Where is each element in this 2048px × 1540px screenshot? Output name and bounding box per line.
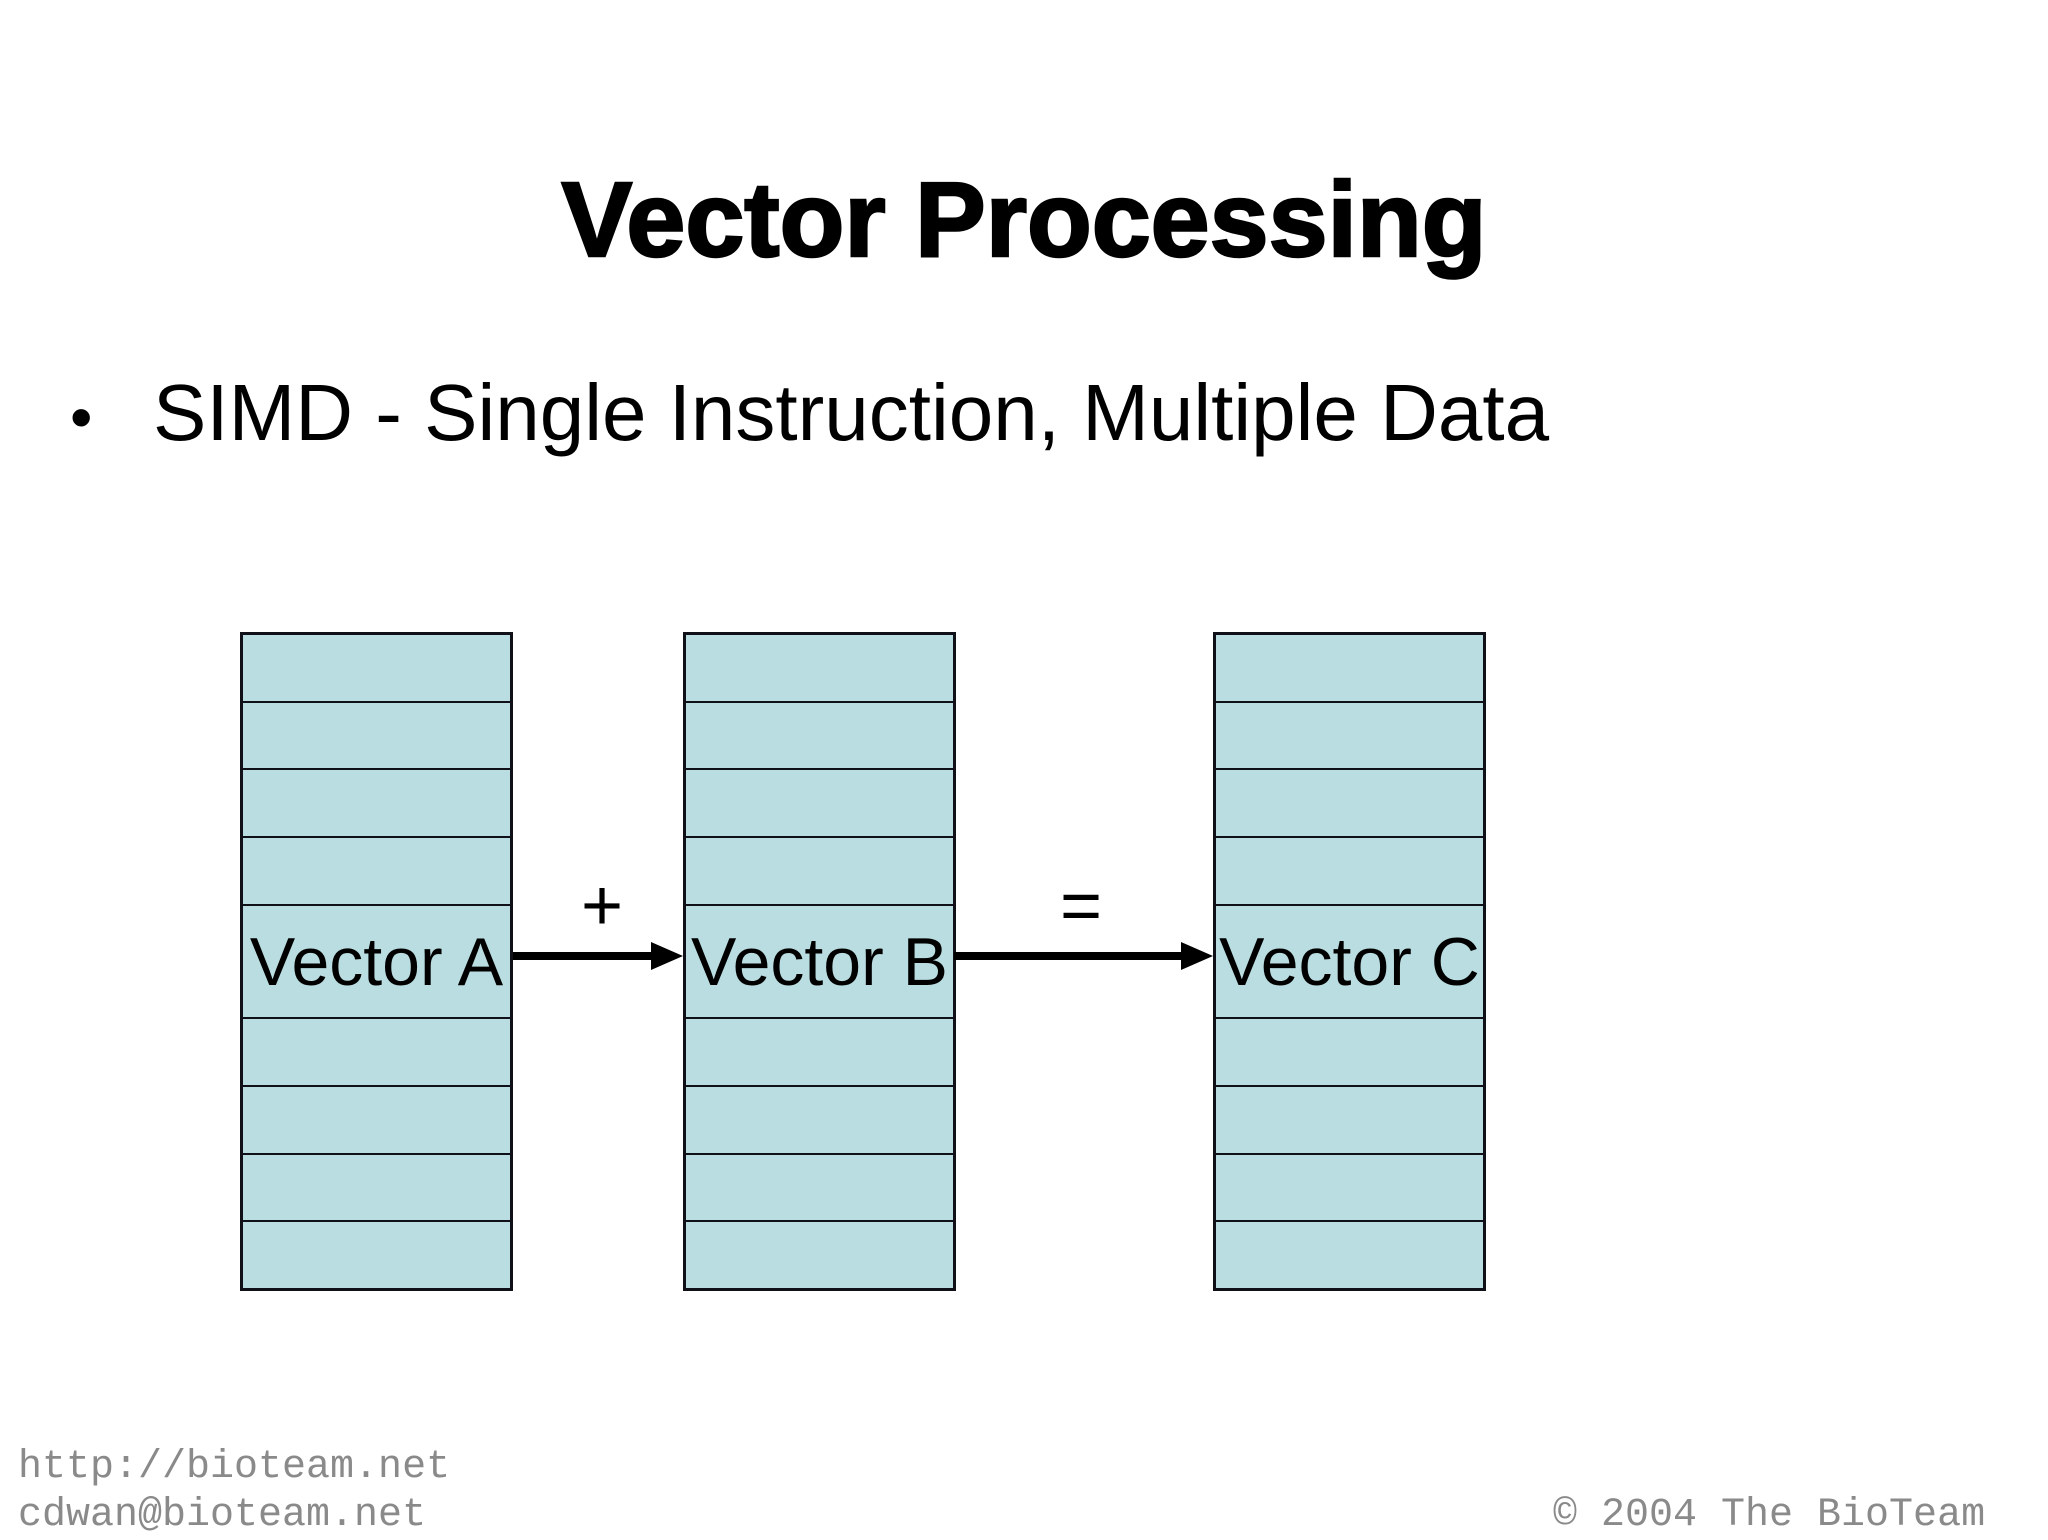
vector-label: Vector B xyxy=(686,903,953,1017)
vector-a-table: Vector A xyxy=(240,632,513,1291)
vector-cell xyxy=(243,1017,510,1085)
slide-title: Vector Processing xyxy=(560,161,1487,280)
vector-cell xyxy=(243,768,510,836)
bullet-marker: • xyxy=(70,381,93,453)
arrow-b-to-c-head xyxy=(1181,942,1213,970)
vector-cell xyxy=(1216,836,1483,904)
vector-cell xyxy=(686,635,953,701)
vector-cell xyxy=(1216,768,1483,836)
vector-cell xyxy=(1216,1152,1483,1221)
bullet-text: SIMD - Single Instruction, Multiple Data xyxy=(153,368,1550,457)
equals-operator: = xyxy=(1059,866,1103,946)
vector-cell xyxy=(686,700,953,769)
vector-cell xyxy=(243,1084,510,1153)
vector-cell xyxy=(243,836,510,904)
footer-email: cdwan@bioteam.net xyxy=(18,1493,427,1538)
footer-copyright: © 2004 The BioTeam xyxy=(1553,1493,1986,1538)
arrow-a-to-b-head xyxy=(651,942,683,970)
vector-cell xyxy=(1216,700,1483,769)
vector-cell xyxy=(686,1084,953,1153)
vector-c-table: Vector C xyxy=(1213,632,1486,1291)
vector-label: Vector A xyxy=(243,903,510,1017)
vector-cell xyxy=(243,635,510,701)
footer-url: http://bioteam.net xyxy=(18,1445,451,1490)
vector-cell xyxy=(686,1220,953,1288)
vector-cell xyxy=(243,700,510,769)
vector-cell xyxy=(1216,1017,1483,1085)
vector-cell xyxy=(243,1152,510,1221)
vector-b-table: Vector B xyxy=(683,632,956,1291)
arrow-a-to-b-line xyxy=(513,952,653,960)
vector-cell xyxy=(686,1017,953,1085)
vector-cell xyxy=(1216,1220,1483,1288)
vector-cell xyxy=(1216,635,1483,701)
vector-cell xyxy=(686,768,953,836)
vector-cell xyxy=(243,1220,510,1288)
vector-cell xyxy=(1216,1084,1483,1153)
arrow-b-to-c-line xyxy=(954,952,1183,960)
vector-label: Vector C xyxy=(1216,903,1483,1017)
plus-operator: + xyxy=(580,866,624,946)
vector-cell xyxy=(686,1152,953,1221)
vector-cell xyxy=(686,836,953,904)
footer-links: http://bioteam.net cdwan@bioteam.net xyxy=(18,1444,450,1540)
